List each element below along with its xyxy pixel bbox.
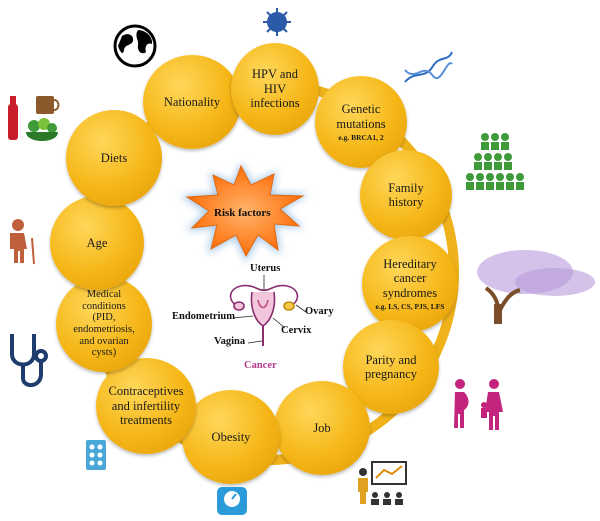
factor-diets: Diets [66, 110, 162, 206]
factor-hereditary-syndromes: Hereditary cancer syndromes e.g. LS, CS,… [362, 236, 458, 332]
factor-label: Job [313, 420, 331, 435]
uterus-diagram [229, 284, 299, 346]
family-tree-icon [466, 133, 524, 190]
center-title: Risk factors [214, 207, 271, 219]
elderly-icon [10, 219, 35, 265]
food-icon [8, 96, 60, 141]
label-cervix: Cervix [281, 325, 312, 336]
factor-label: Obesity [211, 429, 251, 444]
label-endometrium: Endometrium [172, 311, 235, 322]
factor-age: Age [50, 196, 144, 290]
factor-family-history: Family history [360, 150, 452, 240]
factor-obesity: Obesity [182, 390, 280, 484]
factor-genetic-mutations: Genetic mutations e.g. BRCA1, 2 [315, 76, 407, 168]
factor-nationality: Nationality [143, 55, 241, 149]
factor-label: Family history [388, 180, 424, 209]
factor-sublabel: e.g. LS, CS, PJS, LFS [375, 302, 445, 312]
factor-label: Nationality [163, 94, 221, 109]
star-shape [185, 164, 305, 258]
pill-pack-icon [86, 440, 106, 470]
dna-icon [404, 51, 453, 83]
label-vagina: Vagina [214, 336, 246, 347]
factor-medical-conditions: Medical conditions (PID, endometriosis, … [56, 276, 152, 372]
scale-icon [217, 487, 247, 515]
factor-sublabel: e.g. BRCA1, 2 [338, 132, 384, 142]
label-ovary: Ovary [305, 306, 334, 317]
factor-label: Parity and pregnancy [364, 352, 418, 381]
factor-label: Age [86, 235, 108, 250]
factor-label: Genetic mutations [336, 102, 386, 131]
label-uterus: Uterus [250, 263, 281, 274]
globe-icon [113, 24, 157, 68]
factor-label: Medical conditions (PID, endometriosis, … [73, 289, 135, 359]
factor-job: Job [274, 381, 370, 475]
tree-icon [477, 250, 595, 324]
factor-hpv-hiv: HPV and HIV infections [231, 43, 319, 135]
virus-icon [263, 8, 291, 36]
teacher-icon [358, 461, 407, 505]
factor-label: Contraceptives and infertility treatment… [108, 384, 184, 428]
factor-label: Diets [100, 150, 128, 165]
stethoscope-icon [10, 334, 48, 387]
factor-label: Hereditary cancer syndromes [382, 256, 438, 300]
center-caption: Cancer [244, 360, 277, 371]
leader-lines [232, 275, 307, 344]
pregnancy-icon [454, 379, 503, 430]
factor-label: HPV and HIV infections [250, 67, 300, 111]
factor-contraceptives: Contraceptives and infertility treatment… [96, 358, 196, 454]
